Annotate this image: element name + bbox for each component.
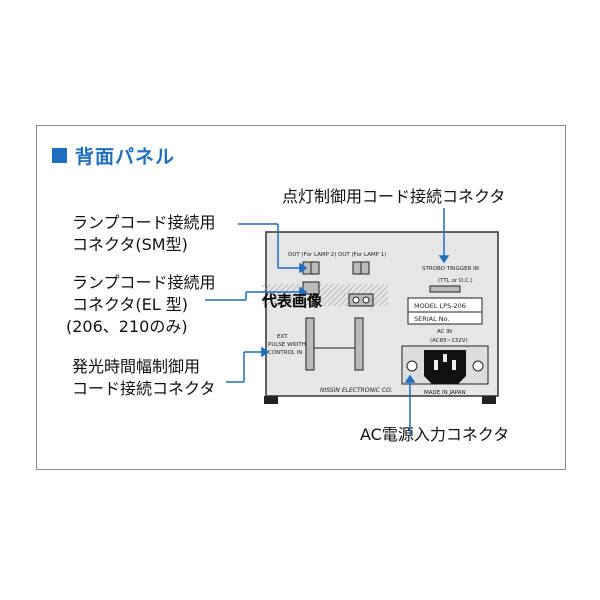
pulse-width-connector-right <box>354 317 364 371</box>
sm-connector-lamp1 <box>352 261 370 275</box>
model-text: MODEL LPS-206 <box>414 302 466 310</box>
label-lamp-cord-el-1: ランプコード接続用 <box>72 273 216 292</box>
heading-square-icon <box>52 148 67 163</box>
leader-lines <box>205 208 450 436</box>
made-in-text: MADE IN JAPAN <box>424 390 466 396</box>
el-connector-lamp1 <box>348 293 374 307</box>
ac-in-text: AC IN <box>437 329 452 335</box>
maker-text: NISSIN ELECTRONIC CO. <box>320 387 393 394</box>
representative-image-watermark: 代表画像 <box>262 292 323 310</box>
ext-text-1: EXT. <box>277 334 289 340</box>
pulse-width-connector-left <box>305 317 315 371</box>
ac-inlet <box>401 345 489 385</box>
ttl-dc-text: (TTL or D.C.) <box>438 278 473 284</box>
label-pulse-width-1: 発光時間幅制御用 <box>72 357 201 376</box>
strobo-trigger-connector <box>429 285 461 293</box>
sm-connector-lamp2 <box>302 261 320 275</box>
serial-plate <box>407 311 483 325</box>
label-lamp-cord-el-3: (206、210のみ) <box>66 317 188 336</box>
out-lamp1-text: OUT (For LAMP 1) <box>338 252 386 258</box>
heading-text: 背面パネル <box>75 146 176 168</box>
section-heading: 背面パネル <box>52 142 175 169</box>
foot-left <box>264 396 278 404</box>
label-lamp-cord-el-2: コネクタ(EL 型) <box>72 295 188 314</box>
label-lamp-cord-sm-1: ランプコード接続用 <box>72 213 216 232</box>
el-connector-lamp2 <box>302 281 320 295</box>
label-pulse-width-2: コード接続コネクタ <box>72 379 216 398</box>
label-lamp-cord-sm-2: コネクタ(SM型) <box>72 235 188 254</box>
label-lighting-control: 点灯制御用コード接続コネクタ <box>282 187 506 206</box>
strobo-trigger-text: STROBO TRIGGER IN <box>422 266 479 272</box>
ext-text-3: CONTROL IN <box>268 350 302 356</box>
ext-text-2: PULSE WIDTH <box>268 342 306 348</box>
label-ac-power: AC電源入力コネクタ <box>360 425 510 444</box>
ac-range-text: (AC85~132V) <box>430 338 468 344</box>
serial-text: SERIAL No. <box>414 315 450 323</box>
foot-right <box>482 396 496 404</box>
out-lamp2-text: OUT (For LAMP 2) <box>288 252 336 258</box>
